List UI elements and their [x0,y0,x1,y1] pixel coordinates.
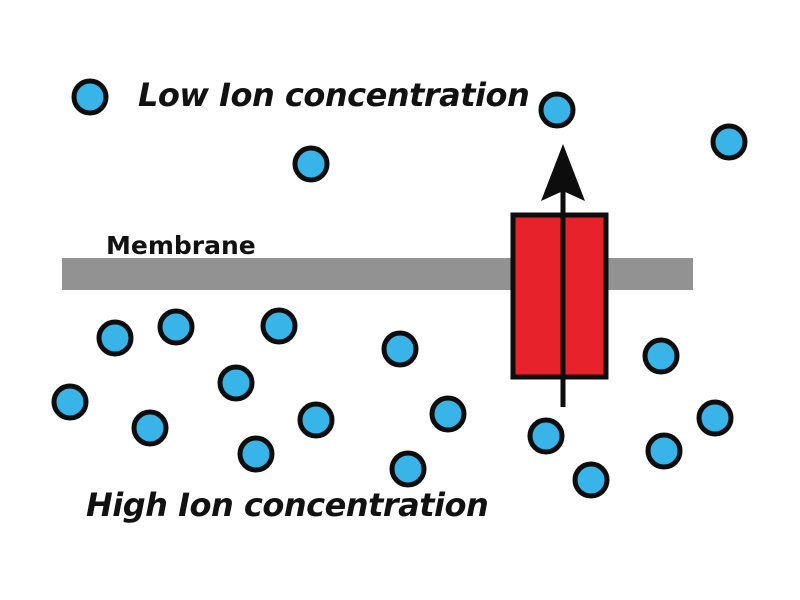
ion-circle [429,395,467,433]
ion-circle [51,383,89,421]
ion-circle [645,432,683,470]
ion-circle [217,364,255,402]
ion-circle [381,330,419,368]
high-concentration-label: High Ion concentration [86,486,489,524]
ion-circle [292,145,330,183]
ion-circle [642,337,680,375]
ion-circle [710,123,748,161]
ion-circle [572,461,610,499]
ion-circle [96,319,134,357]
ion-circle [389,450,427,488]
ion-group-high [51,307,734,499]
ion-circle [260,307,298,345]
ion-circle [157,308,195,346]
channel-protein [510,212,609,380]
membrane-label: Membrane [106,231,256,260]
ion-circle [131,409,169,447]
ion-circle [71,78,109,116]
ion-circle [237,435,275,473]
ion-circle [538,91,576,129]
ion-group-low [71,78,748,183]
ion-circle [696,399,734,437]
low-concentration-label: Low Ion concentration [138,76,530,114]
transport-arrow-head [541,144,585,201]
ion-circle [297,401,335,439]
ion-circle [527,417,565,455]
